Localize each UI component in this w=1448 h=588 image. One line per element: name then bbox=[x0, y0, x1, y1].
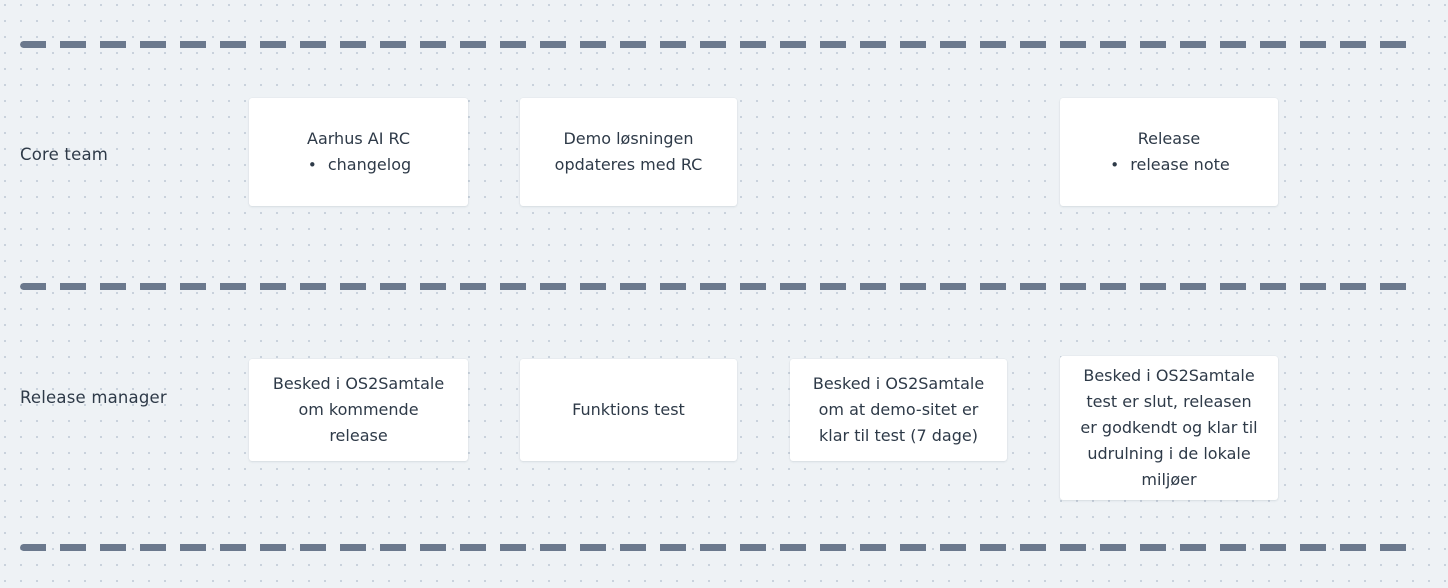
card-text-line-1: Demo løsningen bbox=[563, 129, 694, 148]
card-aarhus-ai-rc[interactable]: Aarhus AI RC changelog bbox=[249, 98, 468, 206]
lane-divider-top bbox=[20, 41, 1412, 48]
card-bullet-list: release note bbox=[1108, 152, 1229, 178]
card-besked-kommende-release[interactable]: Besked i OS2Samtale om kommende release bbox=[249, 359, 468, 461]
card-text-line-2: om at demo-sitet er bbox=[818, 400, 979, 419]
card-text-line-1: Funktions test bbox=[572, 400, 685, 419]
lane-label-core-team: Core team bbox=[20, 145, 109, 164]
card-text-line-2: om kommende bbox=[298, 400, 419, 419]
card-text-line-3: klar til test (7 dage) bbox=[819, 426, 978, 445]
card-text-line-5: miljøer bbox=[1141, 470, 1197, 489]
card-text-line-4: udrulning i de lokale bbox=[1087, 444, 1251, 463]
card-text-line-3: release bbox=[329, 426, 388, 445]
card-title: Aarhus AI RC bbox=[307, 129, 410, 148]
card-besked-test-slut[interactable]: Besked i OS2Samtale test er slut, releas… bbox=[1060, 356, 1278, 500]
card-text-line-1: Besked i OS2Samtale bbox=[1083, 366, 1255, 385]
card-text-line-2: test er slut, releasen bbox=[1086, 392, 1252, 411]
card-bullet-list: changelog bbox=[306, 152, 411, 178]
card-text-line-1: Besked i OS2Samtale bbox=[812, 374, 985, 393]
lane-divider-bottom bbox=[20, 544, 1412, 551]
lane-divider-middle bbox=[20, 283, 1412, 290]
lane-label-release-manager: Release manager bbox=[20, 388, 167, 407]
card-demo-losningen[interactable]: Demo løsningen opdateres med RC bbox=[520, 98, 737, 206]
card-funktions-test[interactable]: Funktions test bbox=[520, 359, 737, 461]
card-text-line-3: er godkendt og klar til bbox=[1080, 418, 1258, 437]
card-release[interactable]: Release release note bbox=[1060, 98, 1278, 206]
card-besked-demosite-klar[interactable]: Besked i OS2Samtale om at demo-sitet er … bbox=[790, 359, 1007, 461]
card-text-line-1: Besked i OS2Samtale bbox=[272, 374, 445, 393]
card-text-line-2: opdateres med RC bbox=[554, 155, 703, 174]
card-bullet-item: release note bbox=[1108, 152, 1229, 178]
card-title: Release bbox=[1137, 129, 1201, 148]
card-bullet-item: changelog bbox=[306, 152, 411, 178]
